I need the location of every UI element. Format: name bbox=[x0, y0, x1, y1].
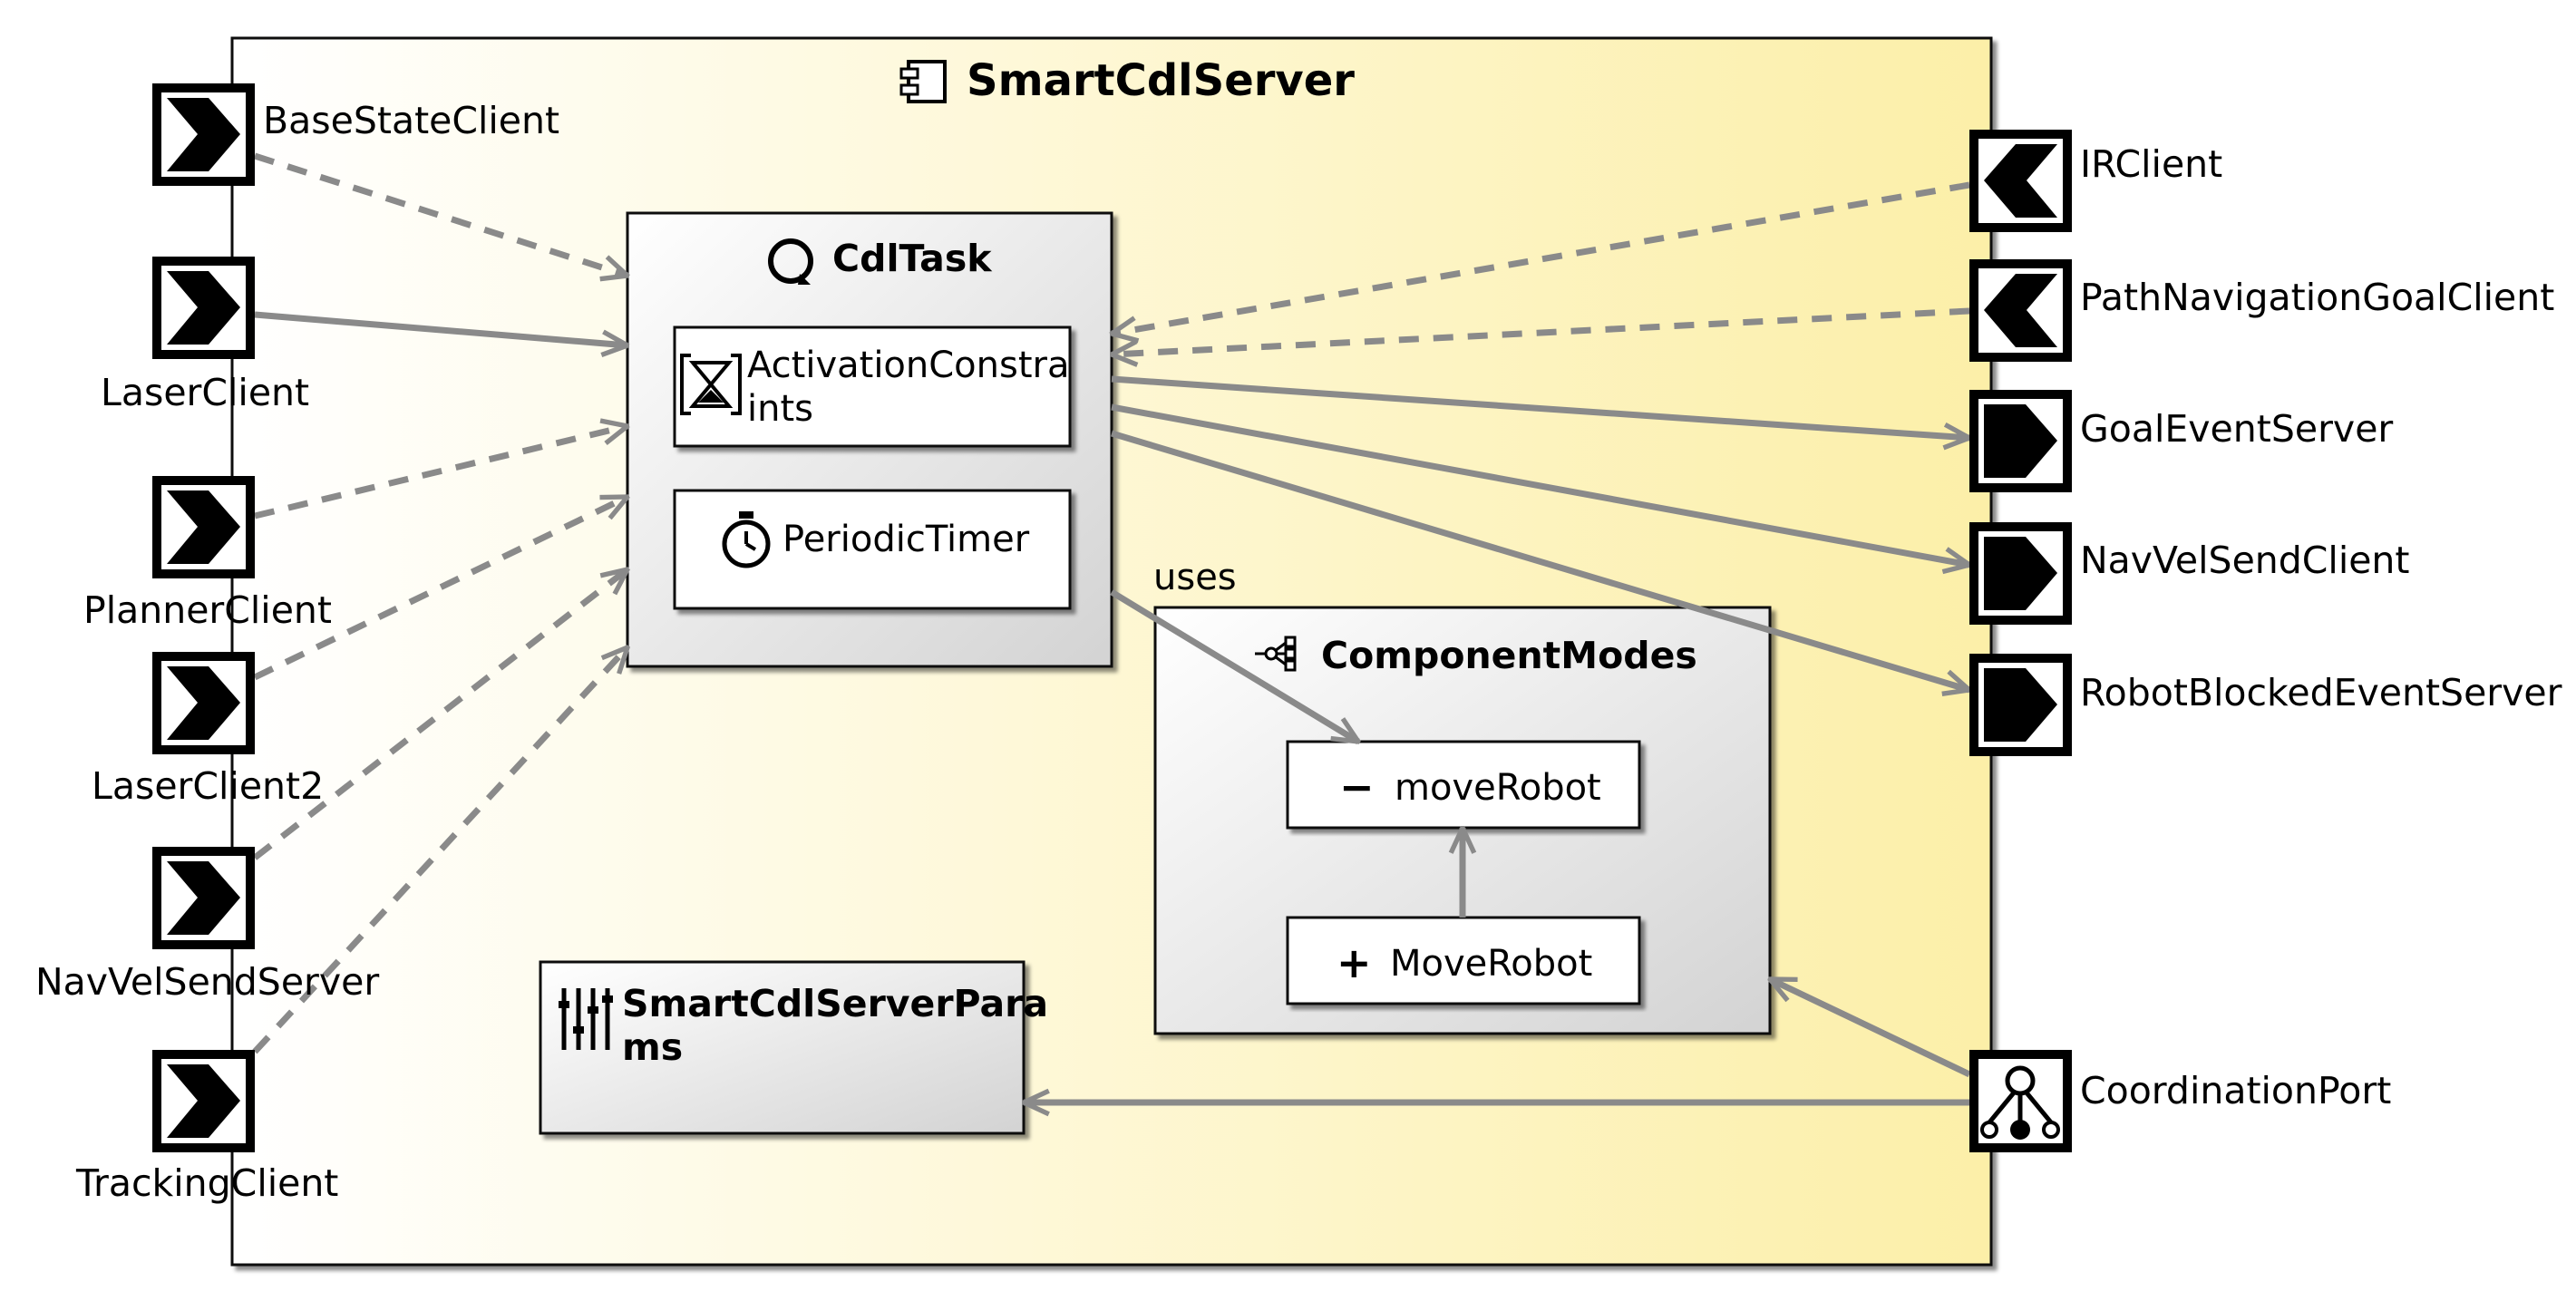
component-title: SmartCdlServer bbox=[967, 55, 1355, 106]
port-label-tracking-client: TrackingClient bbox=[76, 1161, 339, 1205]
mode-moverobot-sub-label: moveRobot bbox=[1395, 767, 1601, 809]
hourglass-icon bbox=[680, 354, 742, 415]
port-label-navvelsend-client: NavVelSendClient bbox=[2080, 539, 2410, 582]
port-label-basestate-client: BaseStateClient bbox=[263, 99, 560, 142]
uses-label: uses bbox=[1153, 557, 1237, 598]
port-navvelsend-server[interactable] bbox=[152, 847, 255, 949]
activation-constraints-label-1: ActivationConstra bbox=[747, 345, 1070, 386]
periodic-timer-label: PeriodicTimer bbox=[783, 519, 1030, 560]
port-laser-client[interactable] bbox=[152, 257, 255, 359]
connector-planner[interactable] bbox=[254, 426, 627, 520]
mode-moverobot-super-label: MoveRobot bbox=[1390, 943, 1593, 985]
connector-laser[interactable] bbox=[254, 311, 627, 345]
params-box[interactable] bbox=[539, 960, 1026, 1135]
port-label-laser-client2: LaserClient2 bbox=[92, 764, 325, 808]
activation-constraints-label-2: ints bbox=[747, 388, 813, 430]
port-pathnavigationgoal-client[interactable] bbox=[1969, 259, 2072, 362]
sliders-icon bbox=[559, 988, 613, 1050]
port-tracking-client[interactable] bbox=[152, 1050, 255, 1152]
coordination-icon bbox=[1980, 1065, 2060, 1140]
plus-icon: + bbox=[1337, 938, 1372, 987]
modes-tree-icon bbox=[1255, 636, 1297, 672]
port-planner-client[interactable] bbox=[152, 476, 255, 578]
connector-irclient[interactable] bbox=[1112, 181, 1970, 334]
port-ir-client[interactable] bbox=[1969, 130, 2072, 232]
port-coordination[interactable] bbox=[1969, 1050, 2072, 1152]
stopwatch-icon bbox=[722, 511, 771, 568]
port-laser-client2[interactable] bbox=[152, 652, 255, 754]
port-goalevent-server[interactable] bbox=[1969, 390, 2072, 492]
port-navvelsend-client[interactable] bbox=[1969, 522, 2072, 625]
connector-navvelsend-server[interactable] bbox=[252, 569, 627, 860]
port-label-coordination: CoordinationPort bbox=[2080, 1069, 2392, 1112]
connectors-left bbox=[252, 152, 627, 1054]
params-title-2: ms bbox=[622, 1025, 684, 1069]
port-label-laser-client: LaserClient bbox=[101, 371, 310, 414]
connector-navvelsend-client[interactable] bbox=[1111, 403, 1969, 565]
connector-coord-modes[interactable] bbox=[1770, 976, 1971, 1078]
mode-moverobot-sub-box[interactable] bbox=[1286, 740, 1641, 830]
port-label-goalevent-server: GoalEventServer bbox=[2080, 407, 2394, 451]
connector-pathnav[interactable] bbox=[1112, 307, 1970, 354]
params-title-1: SmartCdlServerPara bbox=[622, 982, 1049, 1025]
component-icon bbox=[899, 60, 947, 103]
connector-uses[interactable] bbox=[1110, 589, 1358, 742]
port-label-navvelsend-server: NavVelSendServer bbox=[35, 960, 380, 1004]
port-label-planner-client: PlannerClient bbox=[83, 588, 332, 632]
connector-laser2[interactable] bbox=[253, 493, 627, 681]
connector-goalevent[interactable] bbox=[1111, 375, 1969, 438]
connector-tracking[interactable] bbox=[252, 647, 627, 1054]
connectors-right bbox=[1024, 181, 1971, 1102]
task-title: CdlTask bbox=[832, 237, 992, 280]
connector-robotblocked[interactable] bbox=[1110, 430, 1969, 690]
port-label-robotblockedevent-server: RobotBlockedEventServer bbox=[2080, 671, 2562, 714]
port-label-pathnavigationgoal-client: PathNavigationGoalClient bbox=[2080, 276, 2555, 319]
minus-icon: − bbox=[1339, 762, 1375, 811]
task-cycle-icon bbox=[768, 238, 813, 285]
port-robotblockedevent-server[interactable] bbox=[1969, 654, 2072, 756]
modes-title: ComponentModes bbox=[1321, 634, 1697, 677]
port-label-ir-client: IRClient bbox=[2080, 142, 2223, 186]
connector-basestate[interactable] bbox=[253, 152, 627, 276]
port-basestate-client[interactable] bbox=[152, 83, 255, 186]
mode-moverobot-super-box[interactable] bbox=[1286, 916, 1641, 1005]
